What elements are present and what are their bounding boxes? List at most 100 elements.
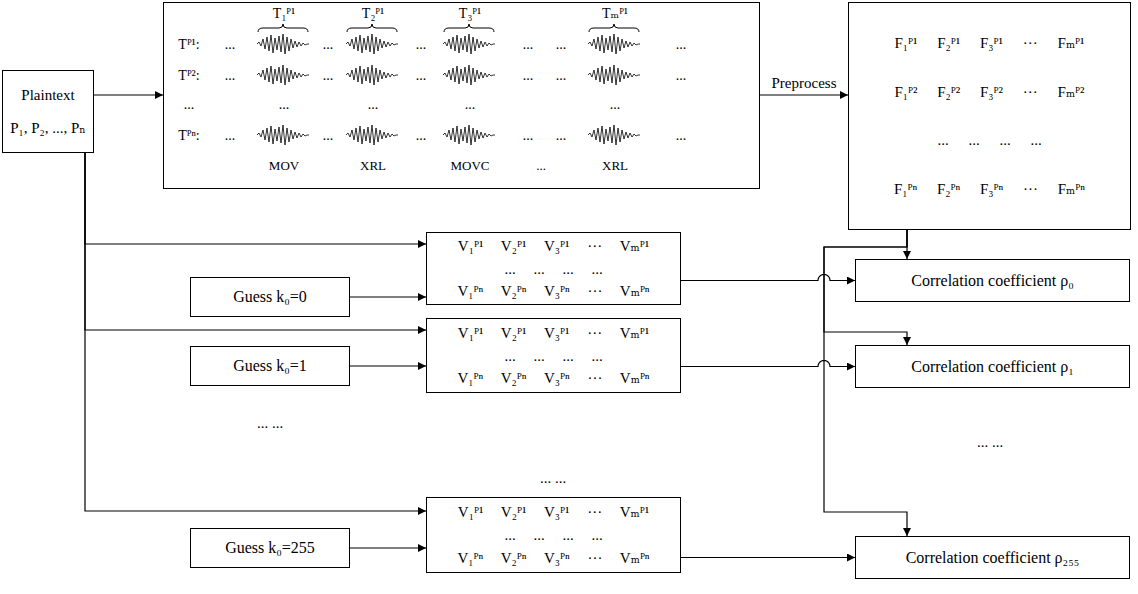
- correlation-text: Correlation coefficient ρ₁: [911, 357, 1074, 376]
- guess-text: Guess k₀=255: [225, 538, 315, 557]
- trace-label: ...: [323, 68, 334, 85]
- trace-label: Tₘᴾ¹: [602, 6, 628, 23]
- waveform: [588, 125, 640, 145]
- waveform: [257, 65, 309, 85]
- trace-waveforms: [257, 34, 640, 145]
- brace: [258, 24, 308, 32]
- matrix-row: ... ... ... ...: [504, 526, 602, 544]
- matrix-row: V₁ᴾⁿ V₂ᴾⁿ V₃ᴾⁿ ··· Vₘᴾⁿ: [457, 282, 649, 300]
- matrix-row: V₁ᴾⁿ V₂ᴾⁿ V₃ᴾⁿ ··· Vₘᴾⁿ: [457, 369, 649, 387]
- guess-text: Guess k₀=1: [233, 356, 307, 375]
- trace-label: ...: [323, 37, 334, 54]
- trace-label: ...: [523, 68, 534, 85]
- key-guess-box: Guess k₀=0: [190, 277, 350, 317]
- trace-label: ...: [323, 128, 334, 145]
- matrix-row: F₁ᴾ² F₂ᴾ² F₃ᴾ² ··· Fₘᴾ²: [894, 83, 1084, 101]
- trace-label: ...: [416, 128, 427, 145]
- connector-arrow: [681, 557, 855, 558]
- trace-label: ...: [676, 68, 687, 85]
- trace-label: MOV: [269, 158, 299, 174]
- hypothesis-matrix-box: V₁ᴾ¹ V₂ᴾ¹ V₃ᴾ¹ ··· Vₘᴾ¹ ... ... ... ... V₁…: [426, 497, 681, 573]
- trace-label: ...: [676, 37, 687, 54]
- waveform: [588, 65, 640, 85]
- connector-arrow: [824, 230, 907, 536]
- trace-label: ...: [368, 97, 379, 114]
- waveform: [346, 34, 398, 54]
- correlation-text: Correlation coefficient ρ₂₅₅: [906, 548, 1080, 567]
- waveform: [443, 34, 495, 54]
- plaintext-text: Plaintext: [21, 86, 74, 104]
- waveform: [257, 125, 309, 145]
- trace-label: ...: [279, 97, 290, 114]
- waveform: [443, 125, 495, 145]
- brace: [347, 24, 397, 32]
- connector-arrow: [681, 361, 855, 367]
- key-guess-box: Guess k₀=1: [190, 346, 350, 386]
- connector-arrow: [681, 275, 855, 281]
- trace-braces: [258, 24, 639, 32]
- waveform: [588, 34, 640, 54]
- ellipsis-label: ... ...: [540, 469, 566, 487]
- trace-label: ...: [523, 128, 534, 145]
- matrix-row: V₁ᴾ¹ V₂ᴾ¹ V₃ᴾ¹ ··· Vₘᴾ¹: [458, 324, 649, 342]
- connector-arrow: [350, 547, 426, 548]
- trace-label: ...: [416, 37, 427, 54]
- trace-label: ...: [184, 97, 195, 114]
- trace-set-box: T₁ᴾ¹T₂ᴾ¹T₃ᴾ¹Tₘᴾ¹Tᴾ¹:..................Tᴾ…: [163, 2, 760, 189]
- connector-arrow: [85, 153, 426, 244]
- plaintext-text: P₁, P₂, ..., Pₙ: [10, 119, 86, 137]
- connector-arrow: [760, 94, 848, 95]
- trace-label: ...: [556, 37, 567, 54]
- matrix-row: ... ... ... ...: [937, 131, 1041, 149]
- waveform: [346, 125, 398, 145]
- guess-text: Guess k₀=0: [233, 287, 307, 306]
- matrix-row: V₁ᴾⁿ V₂ᴾⁿ V₃ᴾⁿ ··· Vₘᴾⁿ: [457, 549, 649, 567]
- trace-label: ...: [610, 97, 621, 114]
- correlation-text: Correlation coefficient ρ₀: [911, 271, 1074, 290]
- brace: [589, 24, 639, 32]
- trace-label: ...: [225, 37, 236, 54]
- waveform: [257, 34, 309, 54]
- trace-label: XRL: [602, 158, 628, 174]
- matrix-row: F₁ᴾⁿ F₂ᴾⁿ F₃ᴾⁿ ··· Fₘᴾⁿ: [894, 180, 1085, 198]
- feature-matrix-box: F₁ᴾ¹ F₂ᴾ¹ F₃ᴾ¹ ··· Fₘᴾ¹ F₁ᴾ² F₂ᴾ² F₃ᴾ² ··…: [848, 2, 1131, 230]
- trace-label: Tᴾ²:: [178, 68, 199, 85]
- matrix-row: V₁ᴾ¹ V₂ᴾ¹ V₃ᴾ¹ ··· Vₘᴾ¹: [458, 503, 649, 521]
- matrix-row: F₁ᴾ¹ F₂ᴾ¹ F₃ᴾ¹ ··· Fₘᴾ¹: [894, 34, 1084, 52]
- brace: [444, 24, 494, 32]
- plaintext-box: PlaintextP₁, P₂, ..., Pₙ: [2, 70, 94, 153]
- ellipsis-label: ... ...: [977, 433, 1003, 451]
- trace-label: ...: [416, 68, 427, 85]
- edge-label: Preprocess: [770, 74, 839, 92]
- waveform: [443, 65, 495, 85]
- trace-label: MOVC: [450, 158, 489, 174]
- ellipsis-label: ... ...: [257, 414, 283, 432]
- correlation-box: Correlation coefficient ρ₂₅₅: [855, 536, 1130, 579]
- trace-label: T₁ᴾ¹: [273, 6, 295, 23]
- trace-label: Tᴾⁿ:: [178, 128, 200, 145]
- waveform: [346, 65, 398, 85]
- connector-arrow: [85, 153, 426, 511]
- connector-arrow: [85, 153, 426, 330]
- trace-label: ...: [465, 97, 476, 114]
- key-guess-box: Guess k₀=255: [190, 528, 350, 568]
- trace-label: T₃ᴾ¹: [459, 6, 481, 23]
- correlation-box: Correlation coefficient ρ₀: [855, 259, 1130, 302]
- trace-label: ...: [556, 128, 567, 145]
- trace-label: Tᴾ¹:: [178, 37, 199, 54]
- trace-label: ...: [556, 68, 567, 85]
- matrix-row: ... ... ... ...: [504, 260, 602, 278]
- trace-label: ...: [225, 128, 236, 145]
- hypothesis-matrix-box: V₁ᴾ¹ V₂ᴾ¹ V₃ᴾ¹ ··· Vₘᴾ¹ ... ... ... ... V₁…: [426, 232, 681, 305]
- connector-arrow: [94, 94, 163, 95]
- trace-label: ...: [676, 128, 687, 145]
- matrix-row: V₁ᴾ¹ V₂ᴾ¹ V₃ᴾ¹ ··· Vₘᴾ¹: [458, 237, 649, 255]
- correlation-box: Correlation coefficient ρ₁: [855, 345, 1130, 388]
- connector-arrow: [350, 365, 426, 366]
- connector-layer: [85, 95, 907, 558]
- matrix-row: ... ... ... ...: [504, 347, 602, 365]
- trace-label: ...: [536, 158, 546, 174]
- trace-label: XRL: [360, 158, 386, 174]
- connector-arrow: [350, 296, 426, 297]
